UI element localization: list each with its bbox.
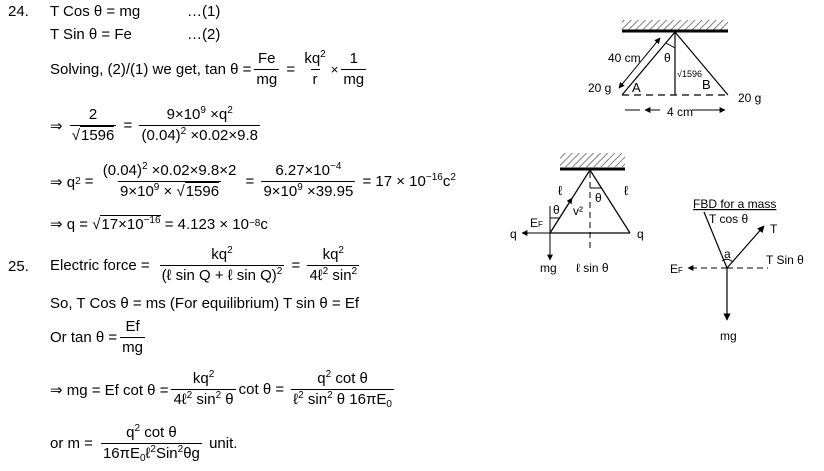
fraction-step2-b: 6.27×10−4 9×109 ×39.95 [261,161,356,200]
svg-text:mg: mg [540,261,557,275]
q25-mg-line: ⇒ mg = Ef cot θ = kq2 4ℓ2 sin2 θ cot θ =… [50,369,394,410]
svg-text:√1596: √1596 [677,69,702,79]
q24-eq2: T Sin θ = Fe [50,26,132,43]
svg-text:a: a [724,247,731,261]
svg-text:T cos θ: T cos θ [709,212,748,226]
diagram-fbd: FBD for a mass T cos θ T a T Sin θ EF mg [670,197,804,343]
svg-text:ℓ sin θ: ℓ sin θ [576,261,609,275]
q24-step3: ⇒ q = √17×10−16 = 4.123 × 10−8 c [50,214,268,233]
fraction-mg-2: q2 cot θ ℓ2 sin2 θ 16πE0 [291,369,394,410]
q24-eq1-ref: …(1) [187,3,221,20]
svg-text:40 cm: 40 cm [608,51,641,65]
q25-number: 25. [8,258,29,275]
q25-electric-force: Electric force = kq2 (ℓ sin Q + ℓ sin Q)… [50,245,360,284]
fraction-ef-2: kq2 4ℓ2 sin2 [307,245,360,284]
q24-number: 24. [8,3,29,20]
q25-m-line: or m = q2 cot θ 16πE0ℓ2Sin2θg unit. [50,423,238,464]
fraction-ef-1: kq2 (ℓ sin Q + ℓ sin Q)2 [159,245,285,284]
svg-text:EF: EF [530,216,543,230]
svg-text:20 g: 20 g [588,81,611,95]
svg-text:EF: EF [670,262,683,276]
q24-eq2-ref: …(2) [187,26,221,43]
svg-text:ℓ: ℓ [558,183,563,198]
svg-text:v²: v² [573,204,583,218]
fraction-mg-1: kq2 4ℓ2 sin2 θ [171,369,236,408]
fraction-step1-rhs: 9×109 ×q2 (0.04)2 ×0.02×9.8 [139,105,260,144]
svg-text:T Sin θ: T Sin θ [766,253,804,267]
svg-text:ℓ: ℓ [624,183,629,198]
fraction-m: q2 cot θ 16πE0ℓ2Sin2θg [100,423,202,464]
q25-line2: So, T Cos θ = ms (For equilibrium) T sin… [50,295,360,312]
ceiling-hatch-icon [560,153,625,167]
fraction-step2-a: (0.04)2 ×0.02×9.8×2 9×109 × √1596 [102,161,237,200]
svg-text:q: q [637,227,644,241]
svg-text:θ: θ [595,191,602,205]
q24-eq1: T Cos θ = mg [50,3,141,20]
svg-text:4 cm: 4 cm [667,105,693,119]
svg-text:B: B [702,77,711,92]
diagram-pendulum-ab: 40 cm θ √1596 A B 20 g 20 g 4 cm [588,20,761,119]
fbd-title: FBD for a mass [693,197,776,211]
svg-text:θ: θ [553,203,560,217]
svg-text:T: T [770,222,778,236]
ceiling-hatch-icon [622,20,728,30]
q24-step1: ⇒ 2√1596 = 9×109 ×q2 (0.04)2 ×0.02×9.8 [50,105,260,144]
svg-text:A: A [632,80,641,95]
svg-text:θ: θ [664,51,671,65]
svg-text:20 g: 20 g [738,91,761,105]
svg-text:mg: mg [720,329,737,343]
solving-label: Solving, (2)/(1) we get, tan θ = [50,61,252,78]
svg-text:q: q [510,227,517,241]
diagram-charged-spheres: ℓ ℓ θ θ v² EF q q mg ℓ sin θ [510,153,644,275]
fraction-2-sqrt1596: 2√1596 [69,106,117,144]
